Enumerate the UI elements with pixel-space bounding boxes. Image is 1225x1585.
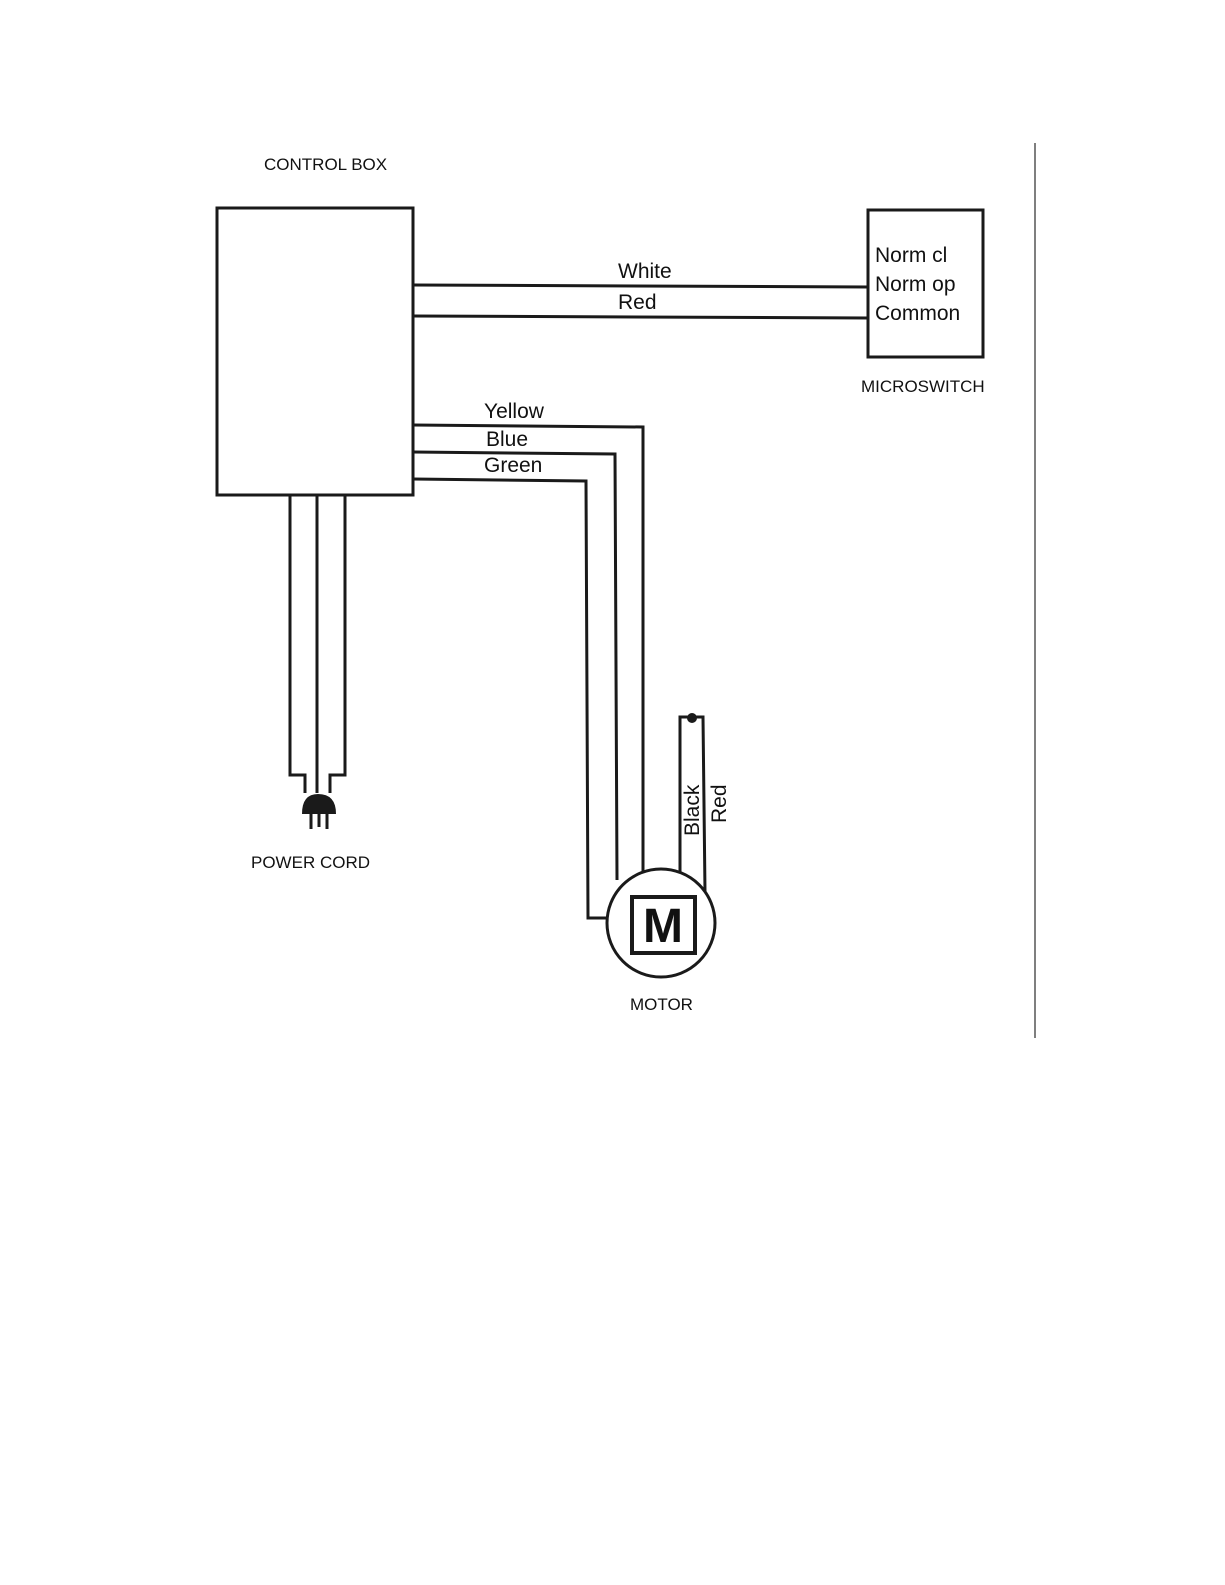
yellow-wire-label: Yellow: [484, 400, 545, 423]
yellow-wire: [413, 425, 643, 878]
power-cord-wire-left: [290, 495, 305, 793]
motor: M: [607, 869, 715, 977]
microswitch-terminal-common: Common: [875, 302, 960, 325]
green-wire: [413, 479, 608, 918]
microswitch-terminal-norm-cl: Norm cl: [875, 244, 947, 267]
red-wire-switch: [413, 316, 868, 318]
motor-label: MOTOR: [630, 995, 693, 1014]
control-box-label: CONTROL BOX: [264, 155, 387, 174]
red-wire-switch-label: Red: [618, 291, 657, 314]
lead-junction-dot: [687, 713, 697, 723]
black-wire-label: Black: [681, 784, 704, 836]
red-wire-motor-label: Red: [708, 784, 731, 823]
motor-symbol: M: [643, 900, 683, 953]
control-box: [217, 208, 413, 495]
microswitch-terminal-norm-op: Norm op: [875, 273, 956, 296]
blue-wire-label: Blue: [486, 428, 528, 451]
plug-icon: [302, 794, 336, 814]
power-cord-wire-right: [330, 495, 345, 793]
white-wire-label: White: [618, 260, 672, 283]
white-wire: [413, 285, 868, 287]
power-cord-label: POWER CORD: [251, 853, 370, 872]
microswitch-label: MICROSWITCH: [861, 377, 985, 396]
green-wire-label: Green: [484, 454, 542, 477]
power-cord: [290, 495, 345, 829]
